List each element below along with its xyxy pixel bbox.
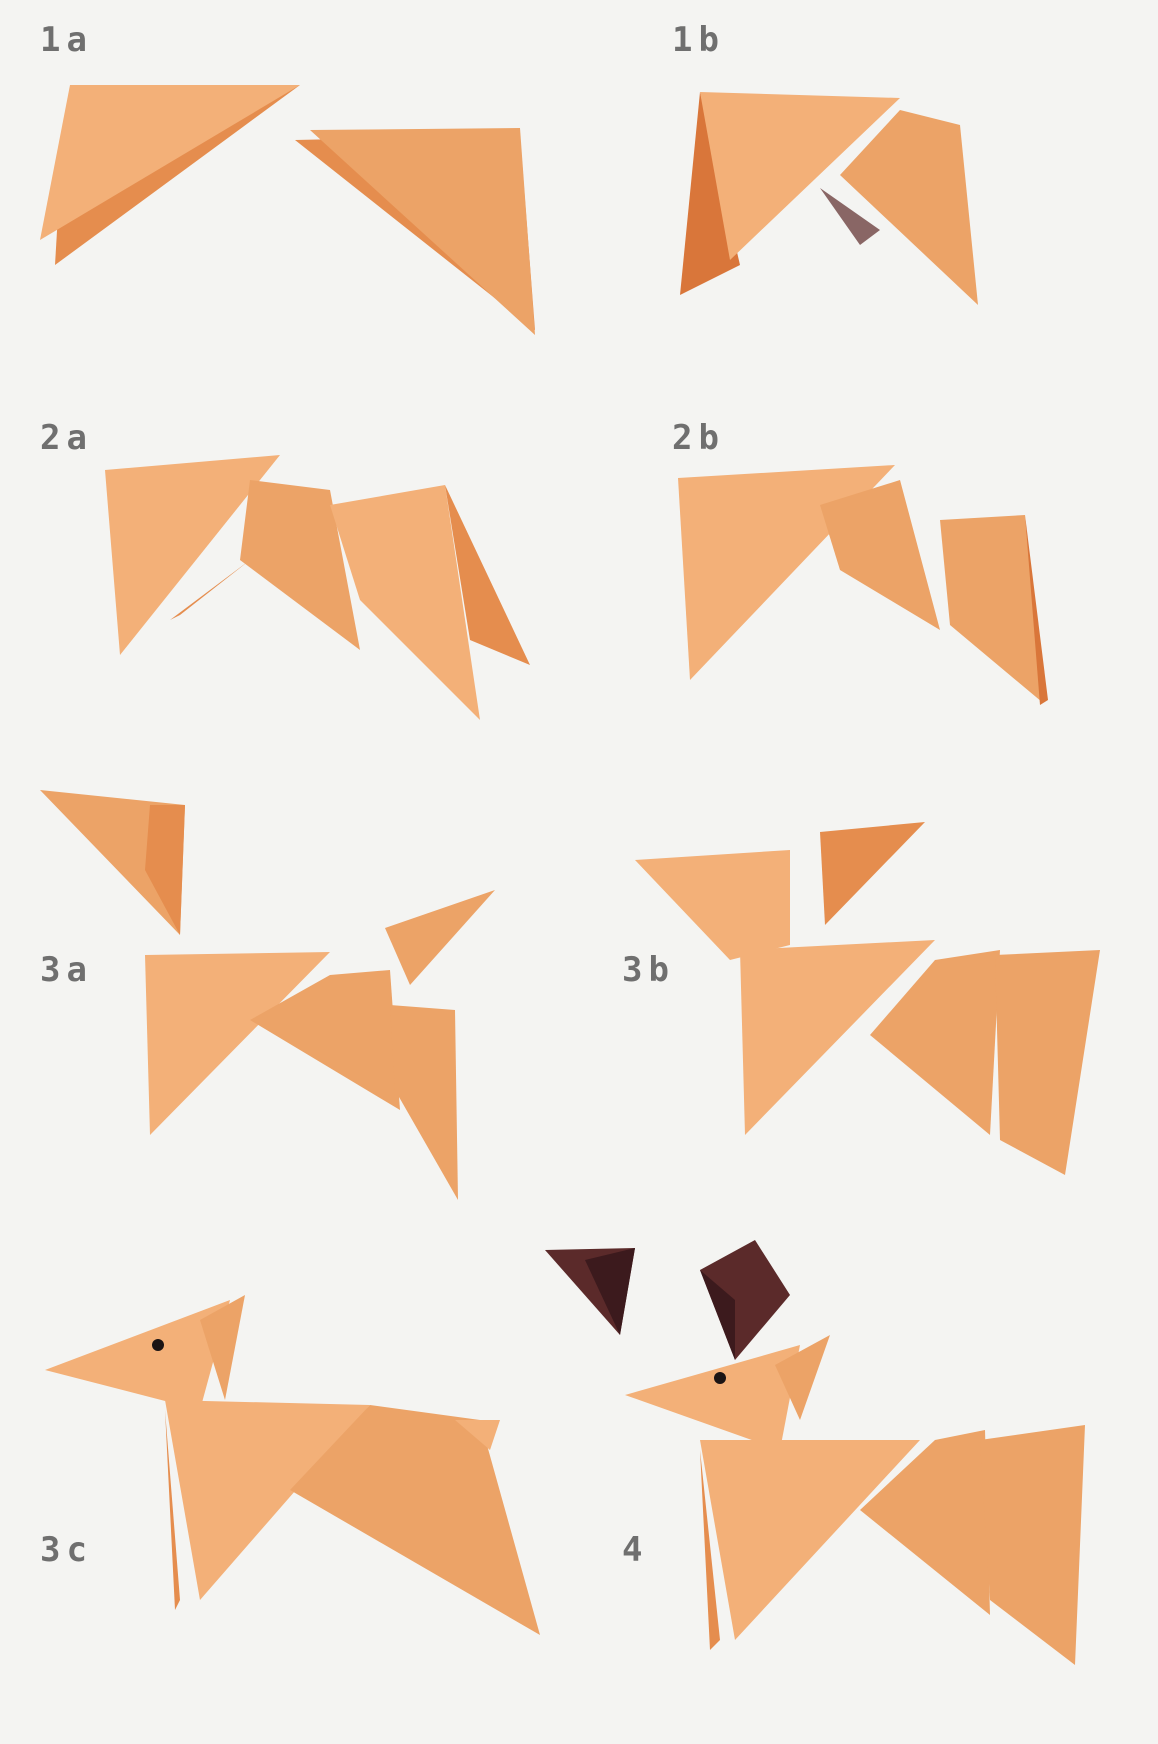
step-2b-illustration bbox=[678, 465, 1048, 705]
step-3b-illustration bbox=[635, 822, 1100, 1175]
step-4-head bbox=[625, 1345, 800, 1450]
step-4-illustration bbox=[545, 1240, 1085, 1665]
step-3b-loose-ear bbox=[820, 822, 925, 925]
step-3c-eye bbox=[152, 1339, 164, 1351]
step-4-tail bbox=[980, 1425, 1085, 1665]
step-1a-left-triangle bbox=[40, 85, 300, 240]
step-3b-head-piece bbox=[635, 850, 790, 960]
step-3c-head bbox=[45, 1300, 230, 1410]
step-2b-middle-panel bbox=[820, 480, 940, 630]
step-3b-tail-panel bbox=[995, 950, 1100, 1175]
step-2a-illustration bbox=[105, 455, 530, 720]
step-4-body-front bbox=[700, 1440, 920, 1640]
step-1a-illustration bbox=[40, 85, 535, 335]
step-1a-right-triangle bbox=[310, 128, 535, 335]
step-3c-illustration bbox=[45, 1295, 540, 1635]
step-4-eye bbox=[714, 1372, 726, 1384]
step-1b-illustration bbox=[680, 92, 978, 305]
step-1b-back-triangle bbox=[840, 110, 978, 305]
step-3a-loose-piece-right bbox=[385, 890, 495, 985]
step-3a-illustration bbox=[40, 790, 495, 1200]
step-2b-back-panel bbox=[940, 515, 1042, 702]
step-3a-back-panel bbox=[390, 1005, 458, 1200]
